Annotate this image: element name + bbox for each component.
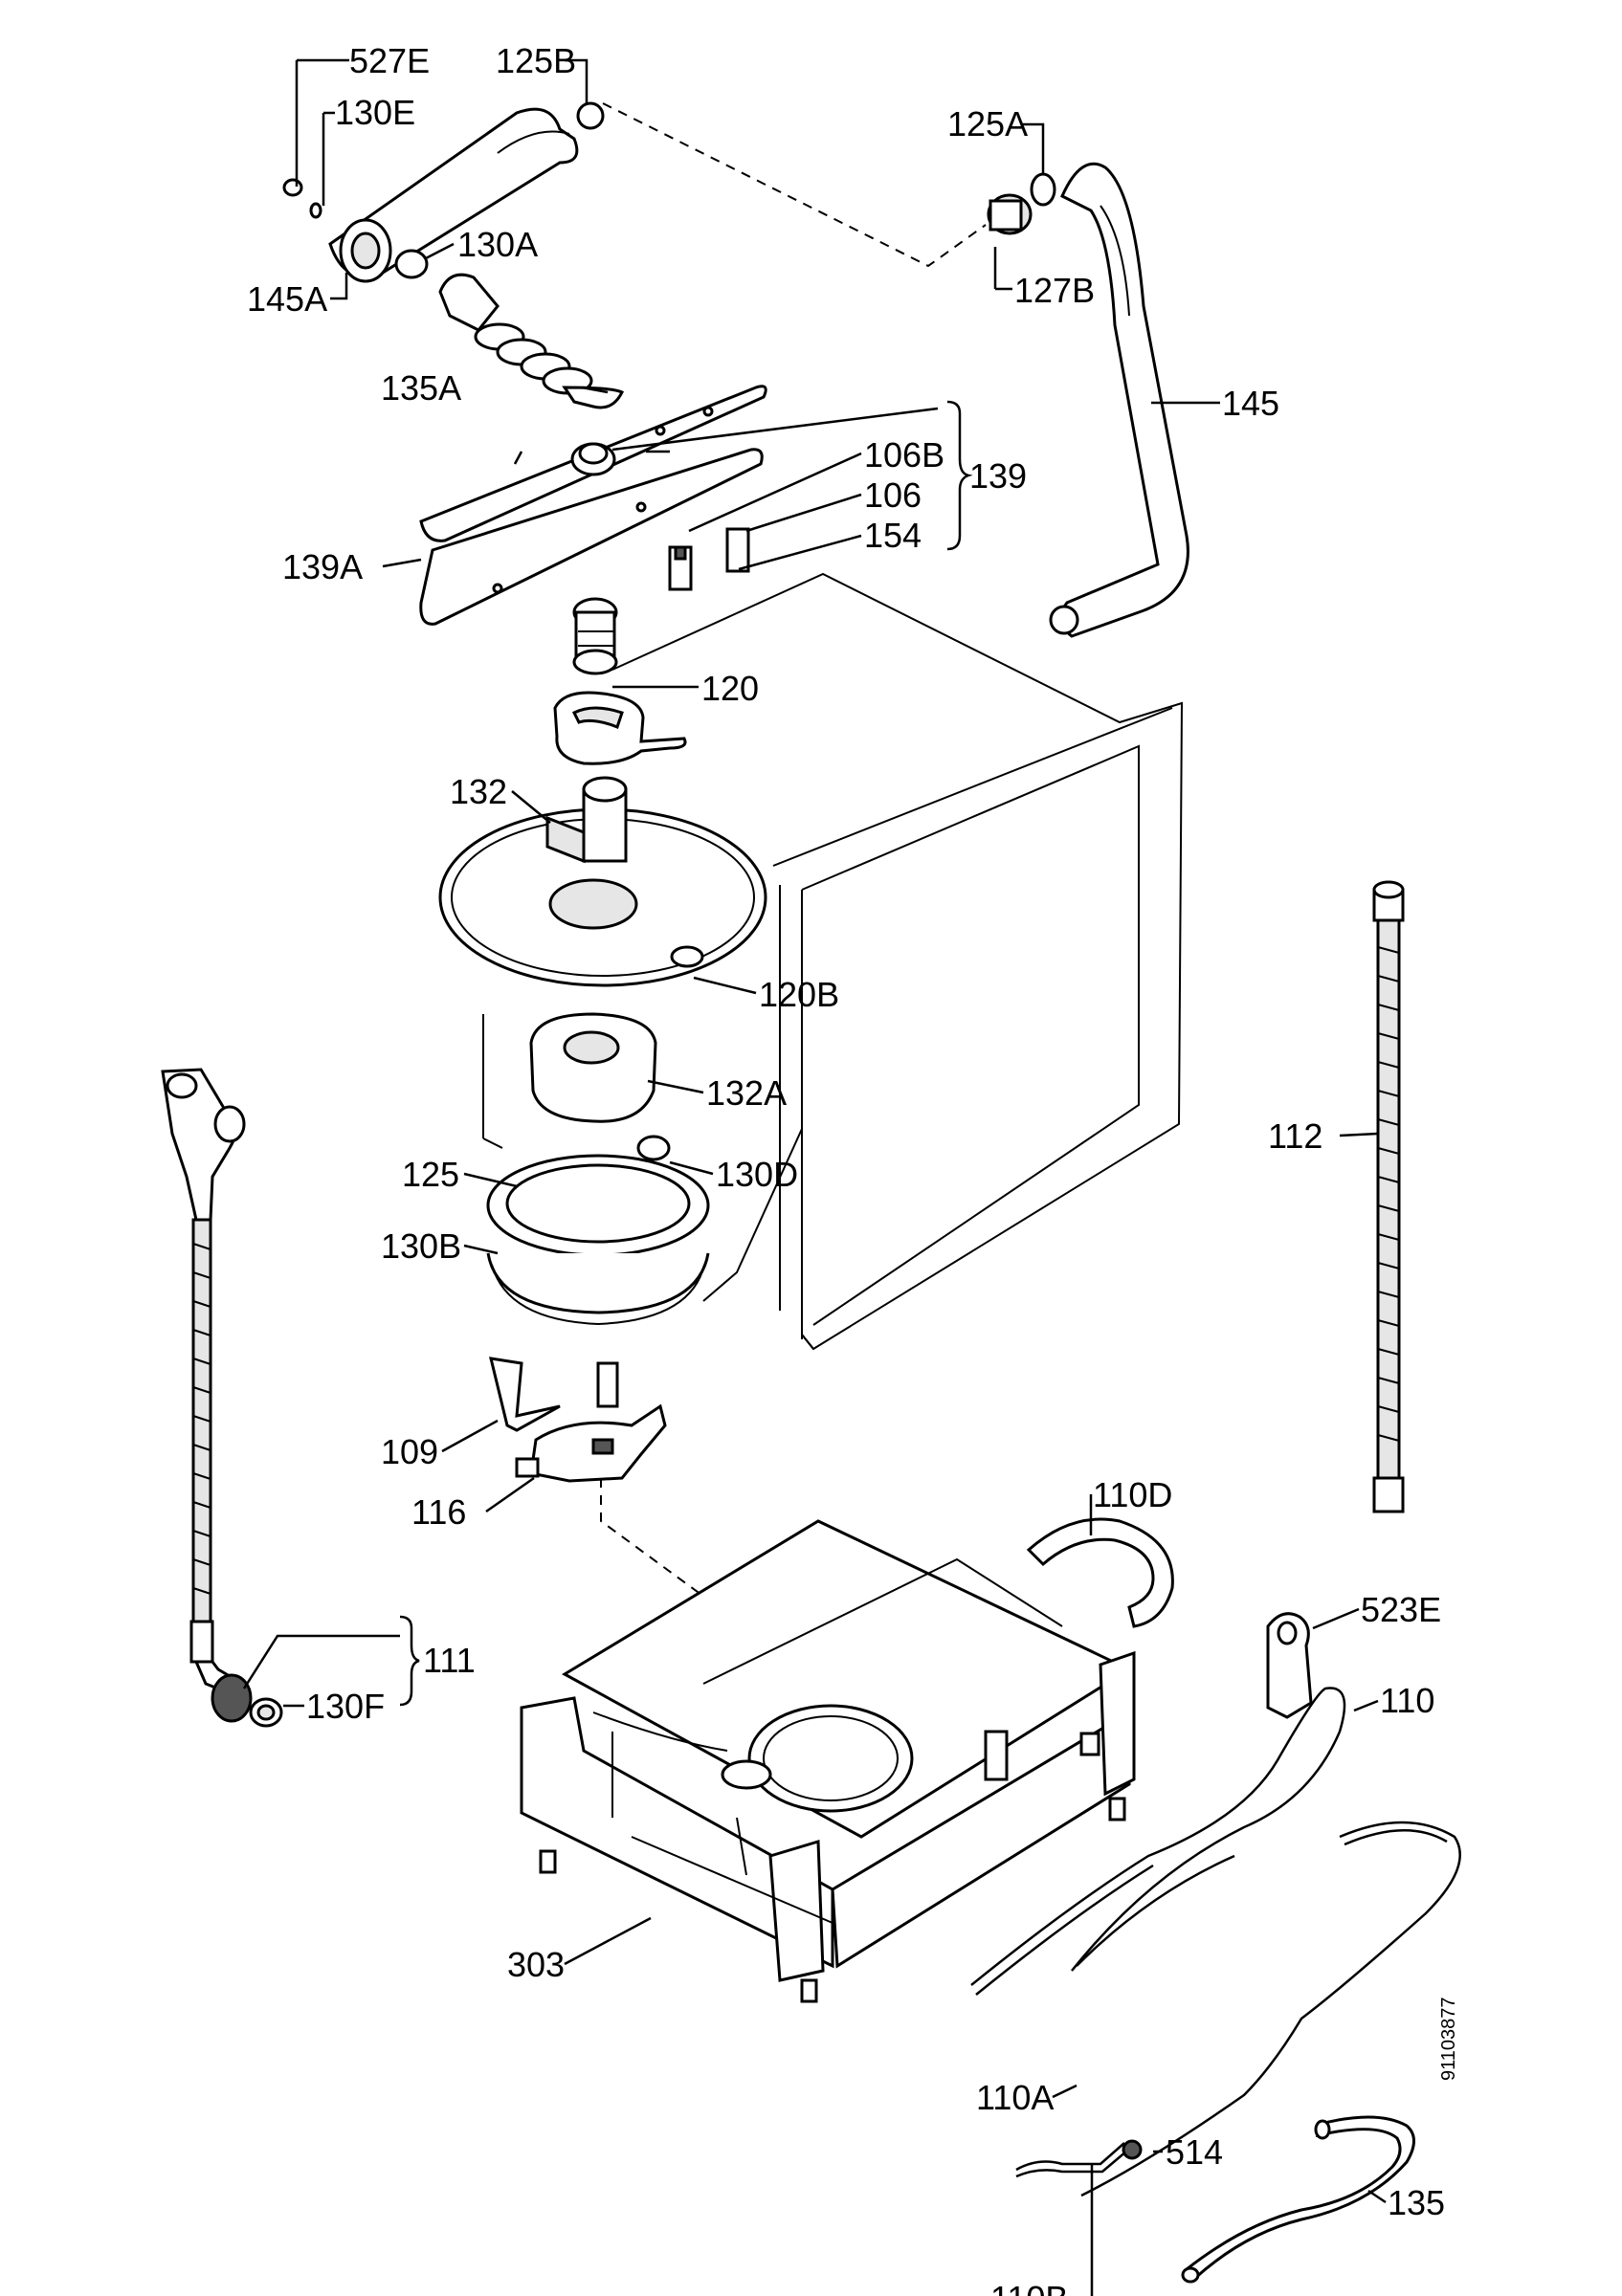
pump-impeller [553, 597, 687, 765]
label-125b: 125B [496, 41, 576, 80]
label-135a: 135A [381, 368, 461, 408]
label-110d: 110D [1093, 1475, 1172, 1514]
label-303: 303 [507, 1945, 565, 1984]
small-hoses [1015, 2115, 1415, 2284]
bracket-523e [1266, 1612, 1313, 1719]
filter-and-cover [438, 776, 767, 987]
label-130e: 130E [335, 93, 415, 132]
part-labels: 527E 130E 125B 125A 130A 145A 127B 145 1… [247, 41, 1459, 2296]
label-135: 135 [1388, 2183, 1445, 2222]
connection-dashed-line [602, 102, 987, 268]
label-145: 145 [1222, 384, 1279, 423]
label-106: 106 [864, 475, 922, 515]
label-130d: 130D [716, 1155, 798, 1194]
brace-139 [946, 400, 973, 551]
label-116: 116 [411, 1492, 466, 1532]
label-130a: 130A [457, 225, 538, 264]
label-110: 110 [1380, 1681, 1434, 1720]
hose-112 [1372, 880, 1405, 1513]
brace-111 [399, 1615, 420, 1707]
bellows-hose [438, 273, 625, 409]
drawing-number: 91103877 [1438, 1998, 1459, 2082]
hose-110d [1026, 1517, 1174, 1628]
upper-spray-arm [282, 101, 605, 283]
label-132: 132 [450, 772, 507, 811]
label-110a: 110A [976, 2078, 1054, 2117]
label-120b: 120B [759, 975, 839, 1014]
label-125: 125 [402, 1155, 459, 1194]
leader-lines [242, 58, 1387, 2296]
label-527e: 527E [349, 41, 430, 80]
upper-spray-pipe [987, 162, 1189, 638]
label-139a: 139A [282, 547, 363, 586]
tubes [970, 1687, 1461, 2197]
label-523e: 523E [1361, 1590, 1441, 1629]
label-139: 139 [969, 456, 1027, 496]
lower-spray-arm [419, 385, 767, 626]
sump-housing [529, 1012, 671, 1161]
label-127b: 127B [1014, 271, 1095, 310]
seal-rings [486, 1154, 710, 1326]
label-130f: 130F [306, 1687, 385, 1726]
label-120: 120 [701, 669, 759, 708]
hose-111 [161, 1068, 283, 1728]
label-514: 514 [1166, 2132, 1223, 2172]
valve-parts [489, 1357, 667, 1483]
base-frame [520, 1519, 1136, 2003]
label-106b: 106B [864, 435, 944, 475]
label-112: 112 [1268, 1116, 1322, 1156]
label-145a: 145A [247, 279, 327, 319]
label-154: 154 [864, 516, 922, 555]
label-125a: 125A [947, 104, 1028, 144]
label-132a: 132A [706, 1073, 787, 1113]
label-130b: 130B [381, 1226, 461, 1266]
label-109: 109 [381, 1432, 438, 1471]
label-110b: 110B [990, 2279, 1068, 2296]
tub-outline [482, 572, 1184, 1351]
label-111: 111 [423, 1641, 476, 1680]
